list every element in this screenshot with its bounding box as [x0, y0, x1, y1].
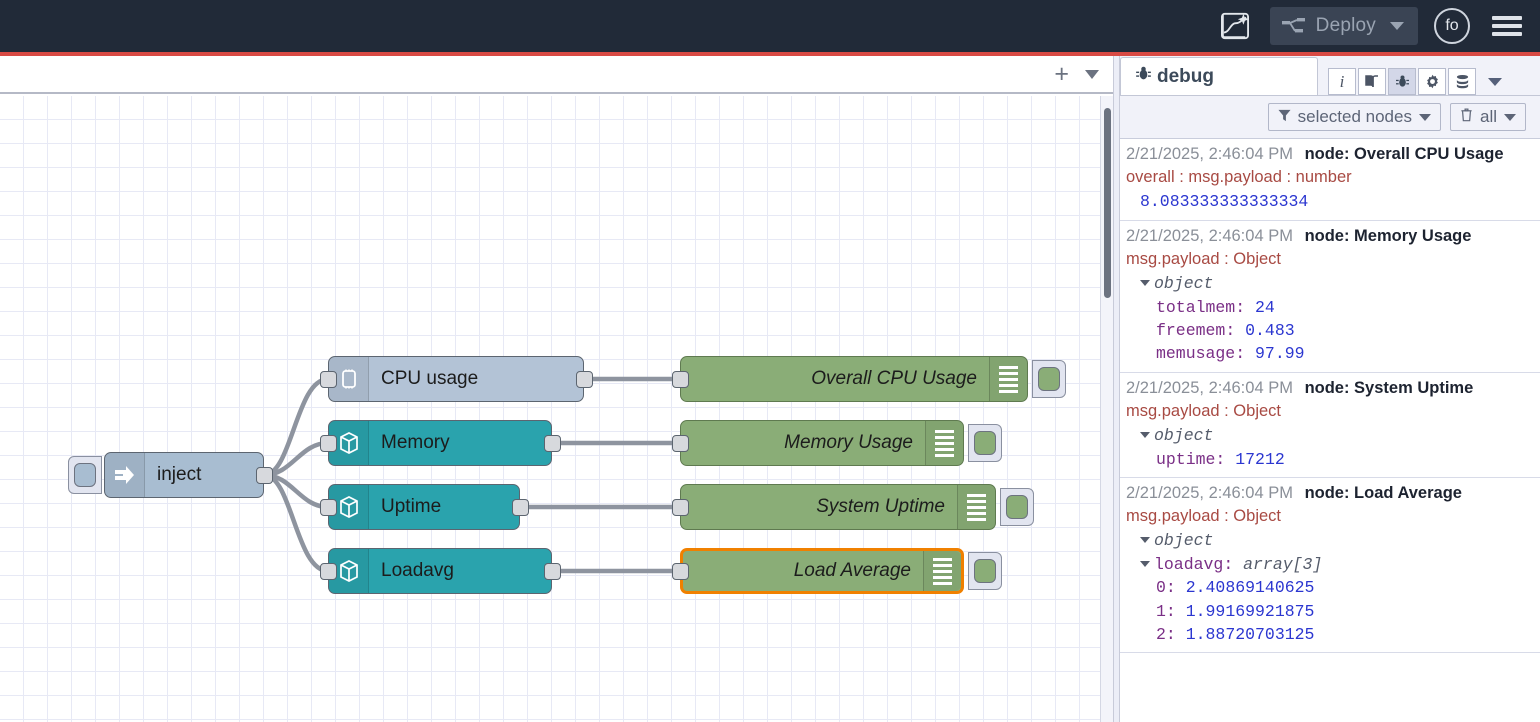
array-index: 1 — [1156, 602, 1166, 621]
deploy-chevron-down-icon[interactable] — [1390, 22, 1404, 30]
tab-debug-label: debug — [1157, 66, 1214, 88]
collapse-triangle-icon[interactable] — [1140, 280, 1150, 286]
trash-icon — [1460, 107, 1473, 127]
property-value: 97.99 — [1255, 344, 1305, 363]
debug-tool-icon[interactable] — [1388, 68, 1416, 95]
array-item: 2: 1.88720703125 — [1126, 623, 1534, 646]
property-value: 17212 — [1235, 450, 1285, 469]
port-memory-in[interactable] — [320, 435, 337, 452]
object-label: object — [1154, 531, 1213, 550]
port-memory-out[interactable] — [544, 435, 561, 452]
tab-debug[interactable]: debug — [1120, 57, 1318, 95]
message-value: 8.083333333333334 — [1140, 192, 1308, 211]
deploy-button[interactable]: Deploy — [1270, 7, 1418, 45]
sidebar-panel: debug i — [1120, 56, 1540, 722]
clear-messages-label: all — [1480, 107, 1497, 127]
add-flow-button[interactable]: + — [1054, 62, 1069, 87]
port-cpu-out[interactable] — [576, 371, 593, 388]
collapse-triangle-icon[interactable] — [1140, 432, 1150, 438]
object-property: memusage: 97.99 — [1126, 342, 1534, 365]
funnel-icon — [1278, 107, 1291, 127]
debug-message-row[interactable]: 2/21/2025, 2:46:04 PM node: Memory Usage… — [1120, 221, 1540, 373]
message-timestamp: 2/21/2025, 2:46:04 PM — [1126, 484, 1293, 502]
gear-tool-icon[interactable] — [1418, 68, 1446, 95]
object-property: uptime: 17212 — [1126, 448, 1534, 471]
sidebar-tool-group: i — [1328, 68, 1502, 95]
info-tool-icon[interactable]: i — [1328, 68, 1356, 95]
context-stack-tool-icon[interactable] — [1448, 68, 1476, 95]
message-source-node: node: System Uptime — [1305, 379, 1474, 397]
debug-message-list[interactable]: 2/21/2025, 2:46:04 PM node: Overall CPU … — [1120, 138, 1540, 722]
flow-tab-bar: + — [0, 56, 1113, 94]
hamburger-menu-icon[interactable] — [1492, 12, 1522, 40]
sidebar-more-chevron-down-icon[interactable] — [1488, 78, 1502, 86]
debug-message-row[interactable]: 2/21/2025, 2:46:04 PM node: Overall CPU … — [1120, 139, 1540, 221]
property-key: totalmem — [1156, 298, 1235, 317]
array-item: 1: 1.99169921875 — [1126, 600, 1534, 623]
message-property-path: msg.payload : Object — [1126, 505, 1534, 529]
message-property-path: msg.payload : Object — [1126, 248, 1534, 272]
deploy-button-label: Deploy — [1316, 15, 1376, 37]
collapse-triangle-icon[interactable] — [1140, 561, 1150, 567]
object-label: object — [1154, 274, 1213, 293]
array-index: 2 — [1156, 625, 1166, 644]
property-value: 0.483 — [1245, 321, 1295, 340]
filter-chevron-down-icon[interactable] — [1419, 114, 1431, 121]
message-source-node: node: Overall CPU Usage — [1305, 145, 1504, 163]
clear-messages-button[interactable]: all — [1450, 103, 1526, 131]
port-loadavg-out[interactable] — [544, 563, 561, 580]
message-timestamp: 2/21/2025, 2:46:04 PM — [1126, 145, 1293, 163]
sidebar-tab-row: debug i — [1120, 56, 1540, 96]
bug-icon — [1135, 65, 1152, 88]
array-property: loadavg: array[3] — [1126, 553, 1534, 576]
port-debug-memory-in[interactable] — [672, 435, 689, 452]
app-header: Deploy fo — [0, 0, 1540, 52]
panel-resize-divider[interactable] — [1113, 56, 1120, 722]
message-property-path: overall : msg.payload : number — [1126, 166, 1534, 190]
flow-list-chevron-down-icon[interactable] — [1085, 70, 1099, 79]
message-property-path: msg.payload : Object — [1126, 400, 1534, 424]
filter-selected-nodes-label: selected nodes — [1298, 107, 1412, 127]
array-item: 0: 2.40869140625 — [1126, 576, 1534, 599]
array-value: 2.40869140625 — [1186, 578, 1315, 597]
property-value: 24 — [1255, 298, 1275, 317]
user-avatar[interactable]: fo — [1434, 8, 1470, 44]
message-timestamp: 2/21/2025, 2:46:04 PM — [1126, 227, 1293, 245]
flow-canvas[interactable]: inject CPU usage Memory — [0, 96, 1113, 722]
collapse-triangle-icon[interactable] — [1140, 537, 1150, 543]
filter-selected-nodes-button[interactable]: selected nodes — [1268, 103, 1441, 131]
array-type: array[3] — [1243, 555, 1322, 574]
port-uptime-in[interactable] — [320, 499, 337, 516]
object-property: totalmem: 24 — [1126, 296, 1534, 319]
array-index: 0 — [1156, 578, 1166, 597]
help-book-tool-icon[interactable] — [1358, 68, 1386, 95]
wire-layer — [0, 96, 1113, 722]
port-debug-loadavg-in[interactable] — [672, 563, 689, 580]
object-label: object — [1154, 426, 1213, 445]
port-cpu-in[interactable] — [320, 371, 337, 388]
property-key: uptime — [1156, 450, 1215, 469]
array-value: 1.88720703125 — [1186, 625, 1315, 644]
debug-message-row[interactable]: 2/21/2025, 2:46:04 PM node: Load Average… — [1120, 478, 1540, 653]
sidebar-filter-row: selected nodes all — [1120, 97, 1540, 137]
ai-flow-sparkle-icon[interactable] — [1214, 6, 1256, 46]
clear-chevron-down-icon[interactable] — [1504, 114, 1516, 121]
object-property: freemem: 0.483 — [1126, 319, 1534, 342]
port-loadavg-in[interactable] — [320, 563, 337, 580]
port-debug-cpu-in[interactable] — [672, 371, 689, 388]
debug-message-row[interactable]: 2/21/2025, 2:46:04 PM node: System Uptim… — [1120, 373, 1540, 478]
port-debug-uptime-in[interactable] — [672, 499, 689, 516]
message-timestamp: 2/21/2025, 2:46:04 PM — [1126, 379, 1293, 397]
property-key: memusage — [1156, 344, 1235, 363]
message-source-node: node: Load Average — [1305, 484, 1462, 502]
port-inject-out[interactable] — [256, 467, 273, 484]
property-key: freemem — [1156, 321, 1225, 340]
message-source-node: node: Memory Usage — [1305, 227, 1472, 245]
array-value: 1.99169921875 — [1186, 602, 1315, 621]
port-uptime-out[interactable] — [512, 499, 529, 516]
avatar-initials: fo — [1445, 17, 1458, 35]
array-key: loadavg — [1154, 555, 1223, 574]
